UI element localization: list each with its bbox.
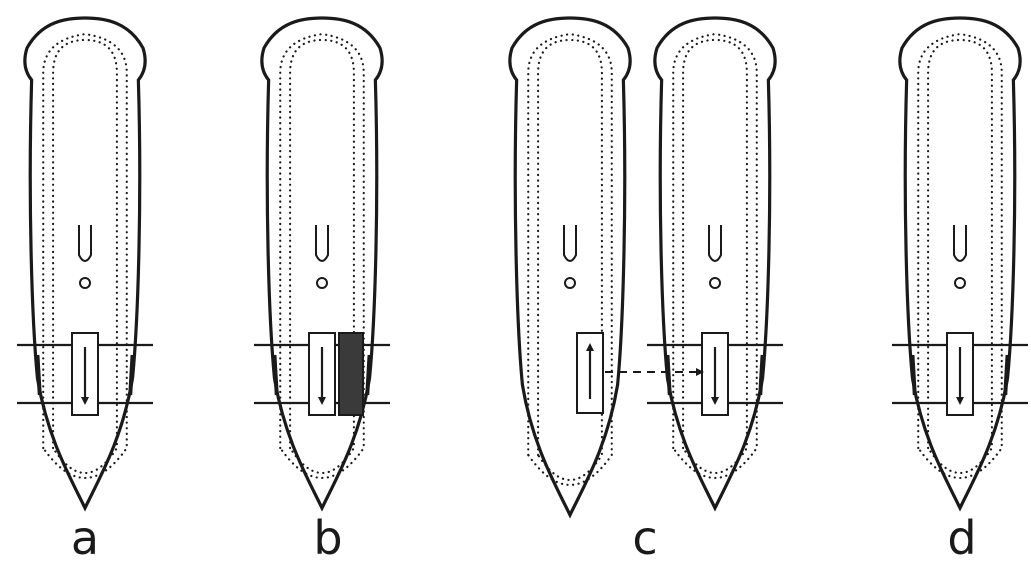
wound-edge <box>367 355 369 395</box>
wound-edge <box>130 355 132 395</box>
worm-panel-d <box>892 18 1028 508</box>
panel-label-d: d <box>947 515 976 561</box>
panel-label-a: a <box>71 515 99 561</box>
panel-label-b: b <box>313 515 342 561</box>
wound-edge <box>912 355 914 395</box>
worm-panel-c-donor <box>510 18 630 515</box>
wound-edge <box>274 355 276 395</box>
wound-edge <box>37 355 39 395</box>
wound-edge <box>667 355 669 395</box>
wound-edge <box>1005 355 1007 395</box>
panel-label-c: c <box>632 515 657 561</box>
worm-panel-a <box>17 18 153 508</box>
black-graft <box>339 333 363 415</box>
worm-panel-c-host <box>647 18 783 508</box>
wound-edge <box>760 355 762 395</box>
worm-outline <box>510 18 630 515</box>
worm-panel-b <box>254 18 390 508</box>
